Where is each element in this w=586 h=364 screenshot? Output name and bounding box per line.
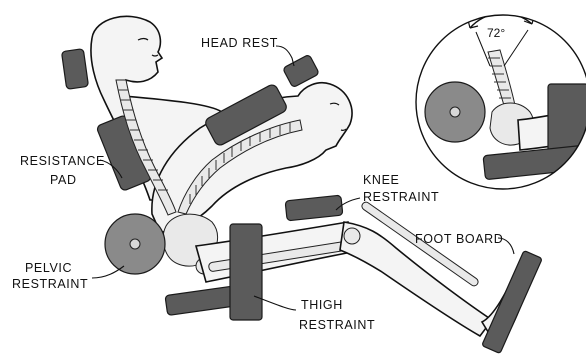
inset-detail: 72° — [410, 10, 586, 200]
label-knee-restraint-line2: RESTRAINT — [363, 190, 439, 204]
label-resistance-pad-line1: RESISTANCE — [20, 154, 105, 168]
label-knee-restraint-line1: KNEE — [363, 173, 399, 187]
head-rest-pad-upright — [61, 49, 88, 90]
label-resistance-pad-line2: PAD — [50, 173, 77, 187]
inset-angle-label: 72° — [487, 26, 505, 40]
label-pelvic-restraint-line2: RESTRAINT — [12, 277, 88, 291]
label-thigh-restraint-line2: RESTRAINT — [299, 318, 375, 332]
label-head-rest: HEAD REST — [201, 36, 278, 50]
thigh-restraint-pad — [230, 224, 262, 320]
head-rest-pad — [283, 54, 320, 88]
knee-restraint-pad — [285, 195, 343, 221]
foot-board — [482, 250, 543, 353]
label-thigh-restraint-line1: THIGH — [301, 298, 343, 312]
label-foot-board: FOOT BOARD — [415, 232, 503, 246]
label-pelvic-restraint-line1: PELVIC — [25, 261, 72, 275]
